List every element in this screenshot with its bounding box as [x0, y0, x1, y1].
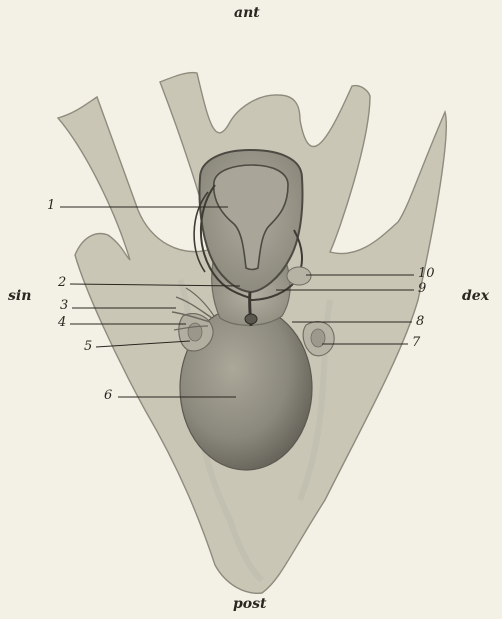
callout-1: 1 — [47, 199, 55, 213]
callout-3: 3 — [60, 299, 68, 313]
label-sinister: sin — [8, 288, 31, 304]
callout-6: 6 — [104, 389, 112, 403]
canal-node — [245, 314, 257, 324]
callout-7: 7 — [412, 336, 420, 350]
callout-4: 4 — [58, 316, 66, 330]
label-dexter: dex — [462, 288, 489, 304]
left-appendage-inner — [188, 323, 202, 341]
callout-10: 10 — [418, 267, 435, 281]
callout-9: 9 — [418, 282, 426, 296]
right-small-body — [287, 267, 311, 285]
label-anterior: ant — [234, 5, 260, 21]
callout-5: 5 — [84, 340, 92, 354]
callout-8: 8 — [416, 315, 424, 329]
label-posterior: post — [233, 596, 266, 612]
callout-2: 2 — [58, 276, 66, 290]
